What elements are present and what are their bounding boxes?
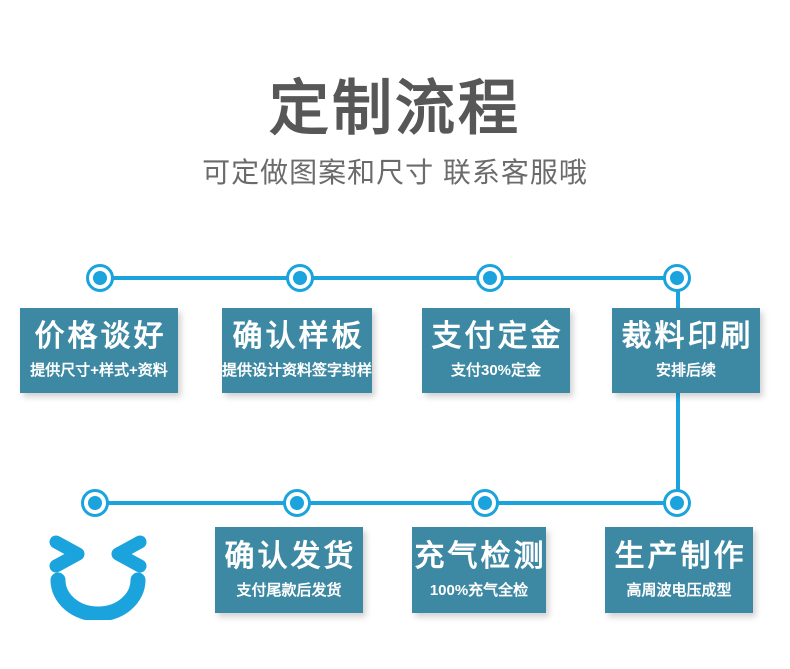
step-card-5-subtitle: 支付尾款后发货 [236, 581, 342, 599]
step-card-2-subtitle: 提供设计资料签字封样 [222, 362, 373, 379]
step-card-3-subtitle: 支付30%定金 [450, 362, 542, 379]
step-card-7[interactable]: 生产制作 高周波电压成型 [605, 527, 753, 613]
step-card-4-title: 裁料印刷 [621, 320, 754, 353]
step-card-2-title: 确认样板 [232, 320, 365, 353]
flow-node-8[interactable] [663, 489, 691, 517]
step-card-6[interactable]: 充气检测 100%充气全检 [412, 527, 546, 613]
step-card-7-subtitle: 高周波电压成型 [626, 581, 732, 599]
step-card-2[interactable]: 确认样板 提供设计资料签字封样 [222, 308, 372, 393]
step-card-3-title: 支付定金 [431, 320, 564, 353]
page-title: 定制流程 [269, 75, 521, 142]
step-card-3[interactable]: 支付定金 支付30%定金 [422, 308, 570, 393]
step-card-4-subtitle: 安排后续 [655, 362, 716, 379]
flow-node-4[interactable] [663, 264, 691, 292]
connector-line-row1 [100, 276, 678, 280]
flow-node-7[interactable] [471, 489, 499, 517]
step-card-1-title: 价格谈好 [34, 320, 167, 353]
step-card-5[interactable]: 确认发货 支付尾款后发货 [215, 527, 363, 613]
connector-line-row2 [95, 501, 678, 505]
step-card-7-title: 生产制作 [614, 539, 747, 573]
step-card-1[interactable]: 价格谈好 提供尺寸+样式+资料 [20, 308, 178, 393]
page-subtitle: 可定做图案和尺寸 联系客服哦 [202, 157, 588, 188]
flow-node-1[interactable] [86, 264, 114, 292]
flow-node-6[interactable] [283, 489, 311, 517]
step-card-6-subtitle: 100%充气全检 [429, 581, 529, 599]
flow-node-5[interactable] [81, 489, 109, 517]
smiley-face-icon [44, 530, 152, 622]
flow-node-2[interactable] [286, 264, 314, 292]
step-card-6-title: 充气检测 [414, 539, 547, 573]
step-card-1-subtitle: 提供尺寸+样式+资料 [30, 362, 168, 379]
step-card-4[interactable]: 裁料印刷 安排后续 [612, 308, 760, 393]
step-card-5-title: 确认发货 [224, 539, 357, 573]
flow-node-3[interactable] [476, 264, 504, 292]
